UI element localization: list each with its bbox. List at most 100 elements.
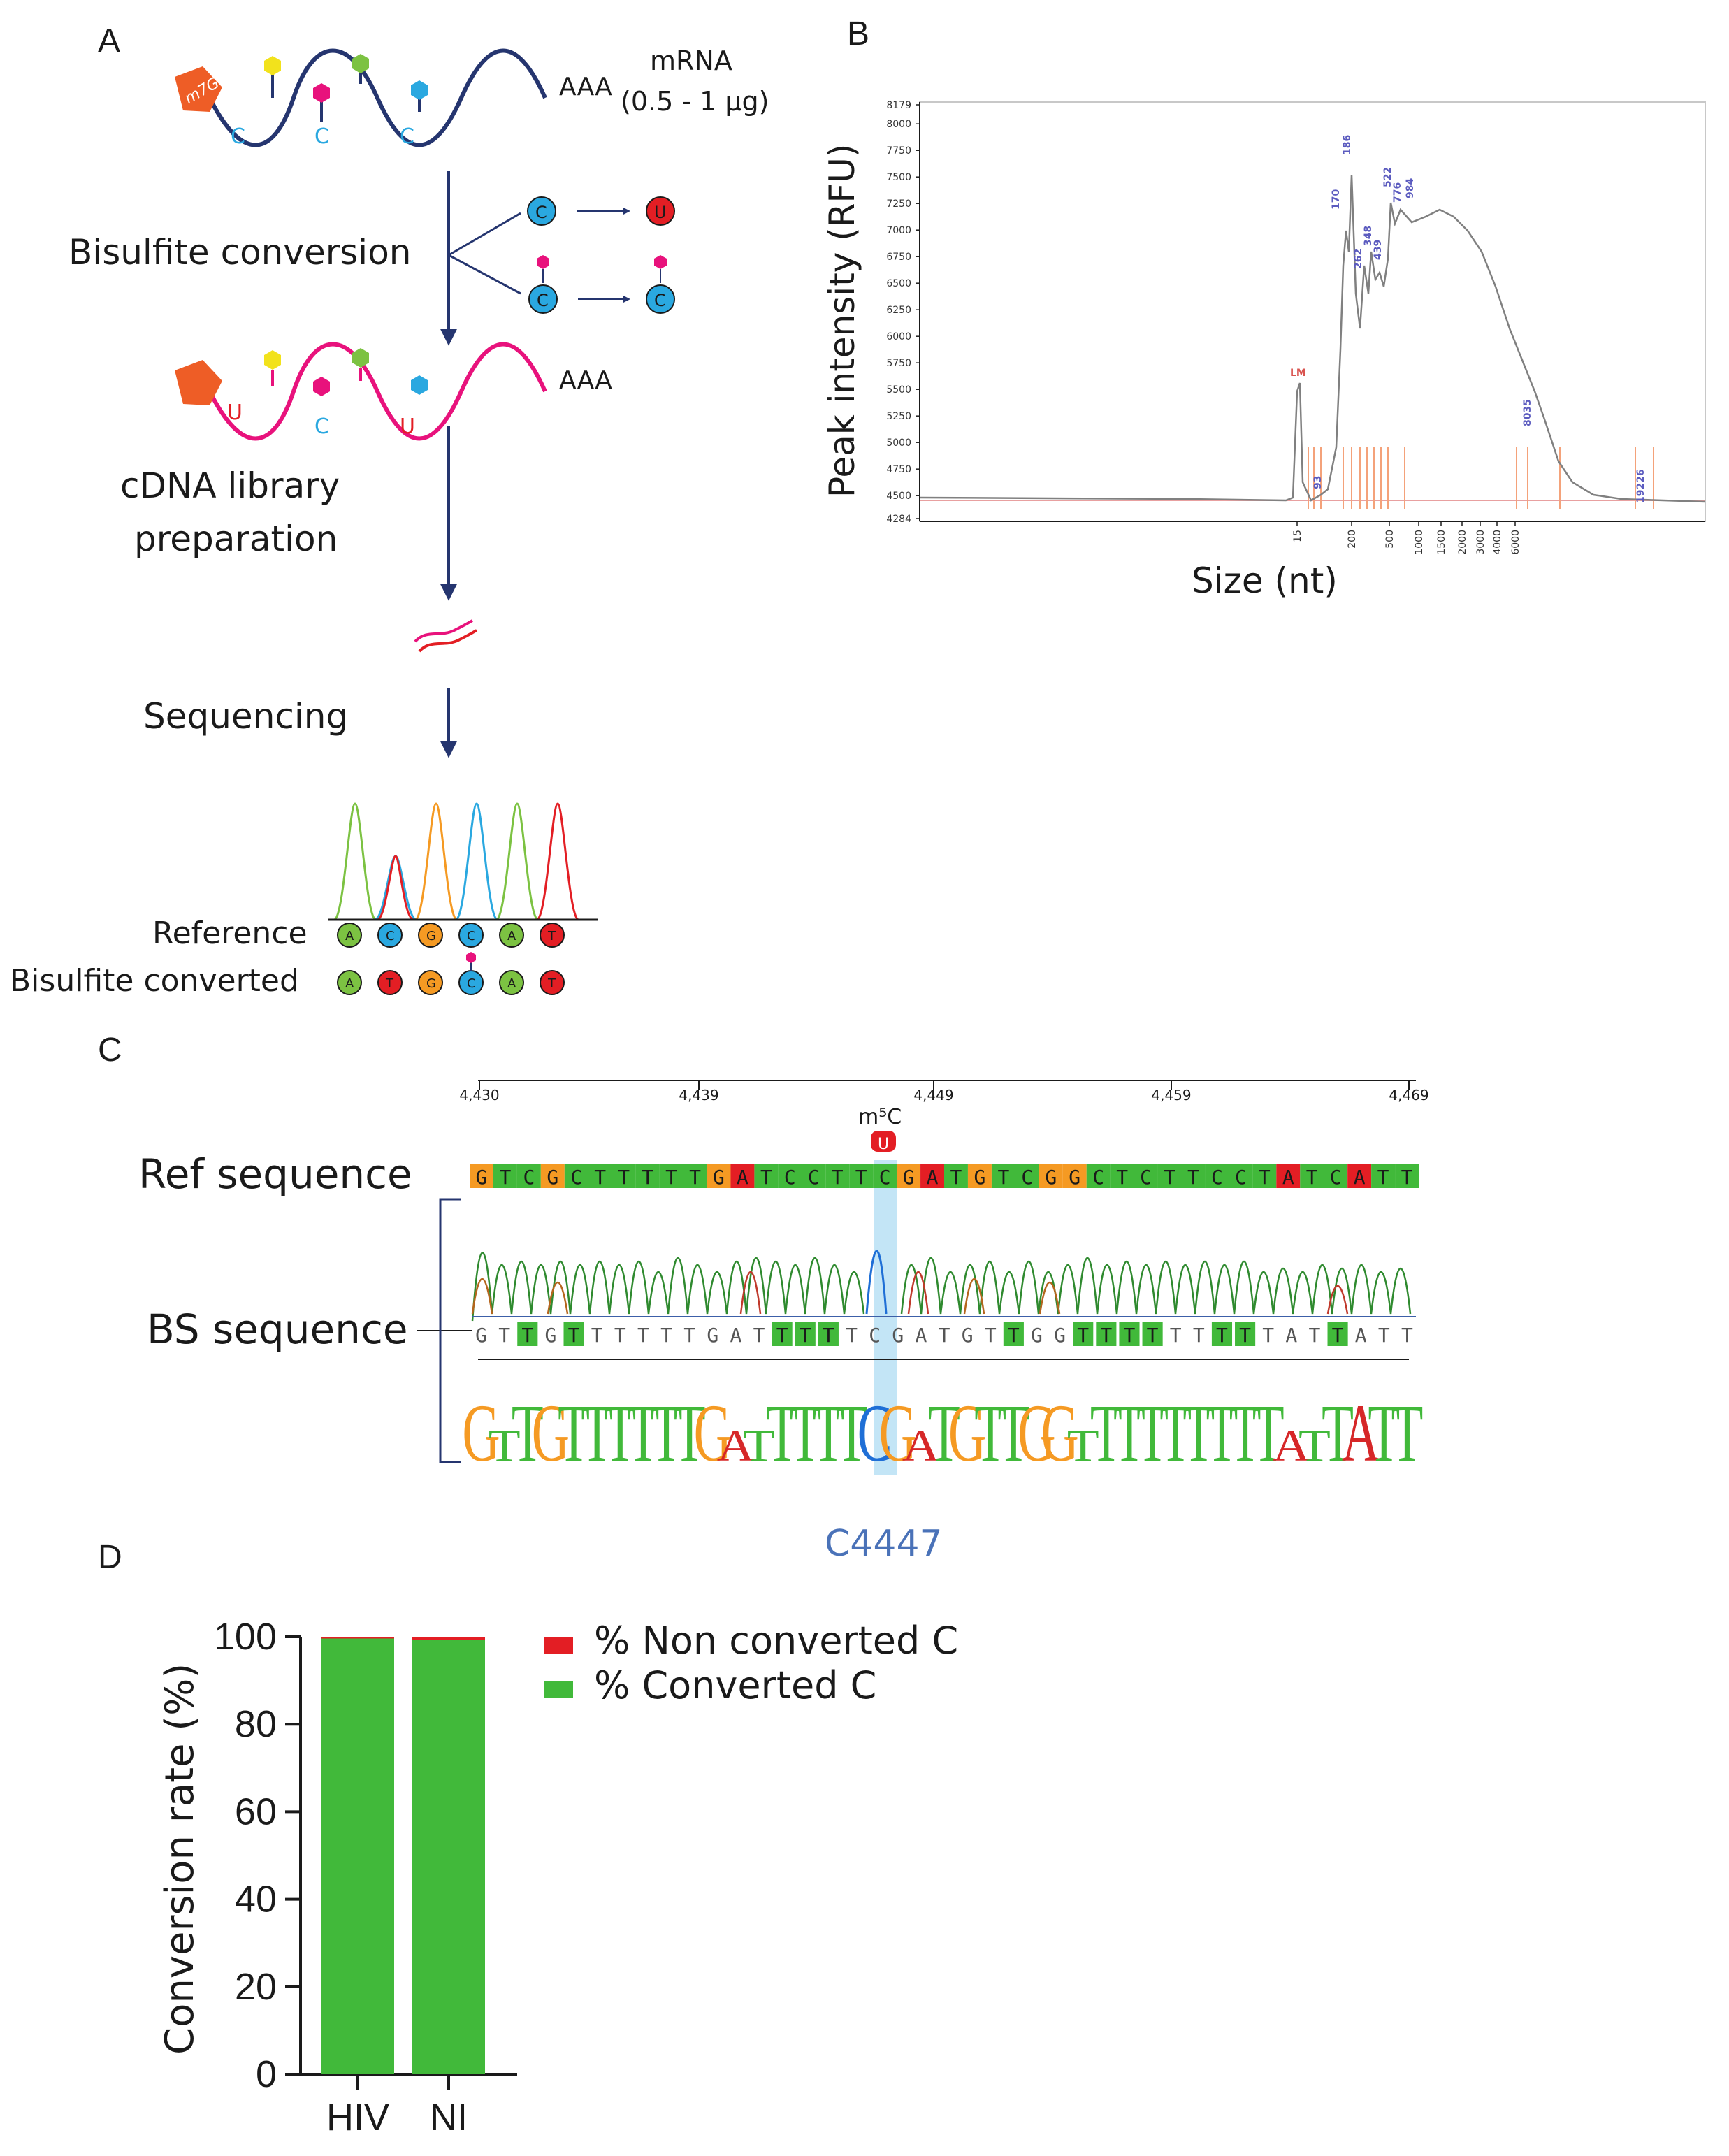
logo-letter: T xyxy=(604,1388,636,1479)
converted-base-letter: A xyxy=(507,976,516,991)
logo-letter: T xyxy=(558,1388,590,1479)
ref-base-letter: T xyxy=(832,1166,844,1189)
ref-base-letter: T xyxy=(1306,1166,1318,1189)
ref-base-cell xyxy=(564,1164,588,1188)
conversion-schema: C U C C xyxy=(527,196,675,314)
ref-base-cell xyxy=(707,1164,731,1188)
ref-base-letter: C xyxy=(523,1166,535,1189)
u-label-2: U xyxy=(400,414,415,439)
ref-base-cell xyxy=(730,1164,755,1188)
bioanalyzer-ylabel: Peak intensity (RFU) xyxy=(822,144,862,498)
bs-base-letter: T xyxy=(1332,1324,1344,1347)
converted-cell xyxy=(1211,1322,1233,1346)
logo-letter: T xyxy=(974,1388,1006,1479)
methyl-hexagon-icon xyxy=(537,255,549,269)
ref-base-cell xyxy=(1062,1164,1087,1188)
x-tick-label: 1000 xyxy=(1414,530,1425,555)
bs-base-letter: T xyxy=(637,1324,649,1347)
ref-base-letter: C xyxy=(879,1166,891,1189)
magenta-hexagon-icon-2 xyxy=(313,377,330,396)
ref-base-letter: G xyxy=(713,1166,725,1189)
ref-base-letter: T xyxy=(997,1166,1009,1189)
step-bisulfite-conversion: Bisulfite conversion xyxy=(68,232,411,273)
bs-base-letter: T xyxy=(1216,1324,1228,1347)
ref-base-cell xyxy=(897,1164,921,1188)
ref-base-letter: C xyxy=(1330,1166,1342,1189)
bioanalyzer-xlabel: Size (nt) xyxy=(1192,560,1338,601)
ref-base-cell xyxy=(778,1164,802,1188)
bs-base-letter: T xyxy=(1309,1324,1321,1347)
ref-base-cell xyxy=(683,1164,707,1188)
converted-strand xyxy=(208,342,547,441)
converted-base-circle xyxy=(499,970,524,995)
y-tick-label: 100 xyxy=(214,1616,277,1658)
ref-base-cell xyxy=(825,1164,850,1188)
y-tick-label: 20 xyxy=(235,1966,277,2008)
logo-letter: T xyxy=(1322,1388,1354,1479)
legend-nonconverted: % Non converted C xyxy=(594,1619,958,1663)
ref-base-letter: T xyxy=(1401,1166,1413,1189)
converted-base-circle xyxy=(540,970,565,995)
bs-bracket xyxy=(439,1198,461,1463)
ref-base-letter: G xyxy=(1069,1166,1080,1189)
ref-base-letter: T xyxy=(642,1166,653,1189)
x-tick-label: NI xyxy=(430,2097,468,2139)
ref-base-letter: G xyxy=(476,1166,488,1189)
converted-base-letter: G xyxy=(426,976,436,991)
bs-base-letter: T xyxy=(614,1324,626,1347)
ref-base-cell xyxy=(754,1164,779,1188)
bs-base-letter: T xyxy=(1100,1324,1112,1347)
y-tick-label: 4750 xyxy=(886,464,911,475)
ref-base-cell xyxy=(1205,1164,1229,1188)
ref-base-cell xyxy=(1157,1164,1182,1188)
ref-base-cell xyxy=(1181,1164,1206,1188)
ref-base-letter: T xyxy=(1164,1166,1175,1189)
legend-converted: % Converted C xyxy=(594,1663,876,1707)
converted-base-letter: C xyxy=(467,976,476,991)
y-tick-label: 0 xyxy=(256,2053,277,2095)
converted-cell xyxy=(1073,1322,1094,1346)
m5c-base-text-2: C xyxy=(654,291,666,310)
mrna-molecule: m7G C C C AAA mRNA (0.5 - 1 µg) xyxy=(175,45,769,149)
logo-letter: T xyxy=(512,1388,544,1479)
bs-base-letter: T xyxy=(1378,1324,1390,1347)
ref-base-letter: T xyxy=(618,1166,630,1189)
peak-markers xyxy=(1308,447,1654,509)
bs-base-letter: T xyxy=(800,1324,811,1347)
logo-letter: T xyxy=(1252,1388,1285,1479)
bs-base-letter: T xyxy=(846,1324,858,1347)
logo-letter: A xyxy=(717,1421,755,1471)
ref-base-letter: C xyxy=(1092,1166,1104,1189)
converted-cell xyxy=(1235,1322,1256,1346)
logo-letter: G xyxy=(879,1388,917,1479)
ref-base-letter: T xyxy=(950,1166,962,1189)
logo-letter: T xyxy=(1113,1388,1145,1479)
logo-letter: A xyxy=(1342,1388,1380,1479)
ref-base-cell xyxy=(802,1164,826,1188)
y-tick-label: 8179 xyxy=(886,100,911,111)
reference-base-letter: C xyxy=(386,929,395,943)
m5c-mark-u: U xyxy=(878,1136,889,1153)
green-hexagon-icon xyxy=(352,54,369,73)
c-label-4: C xyxy=(314,414,329,439)
panel-a: A m7G C C C AAA mRNA (0.5 - 1 µg) xyxy=(10,22,769,999)
converted-cell xyxy=(1327,1322,1348,1346)
ref-base-letter: T xyxy=(1259,1166,1271,1189)
ruler-label: 4,439 xyxy=(679,1087,718,1104)
bs-base-letter: T xyxy=(823,1324,834,1347)
panel-c-letter: C xyxy=(98,1032,122,1069)
bs-base-letter: T xyxy=(1124,1324,1136,1347)
ref-base-cell xyxy=(1324,1164,1348,1188)
converted-cell xyxy=(772,1322,793,1346)
bs-base-letter: T xyxy=(1239,1324,1251,1347)
converted-base-letter: T xyxy=(547,976,556,991)
bs-base-letter: G xyxy=(544,1324,556,1347)
peak-label: 522 xyxy=(1382,167,1394,187)
bs-base-letter: T xyxy=(1170,1324,1182,1347)
ref-base-letter: G xyxy=(974,1166,985,1189)
converted-base-circle xyxy=(377,970,403,995)
yellow-hexagon-icon-2 xyxy=(264,350,281,370)
bioanalyzer-y-ticks: 8179800077507500725070006750650062506000… xyxy=(886,100,920,525)
